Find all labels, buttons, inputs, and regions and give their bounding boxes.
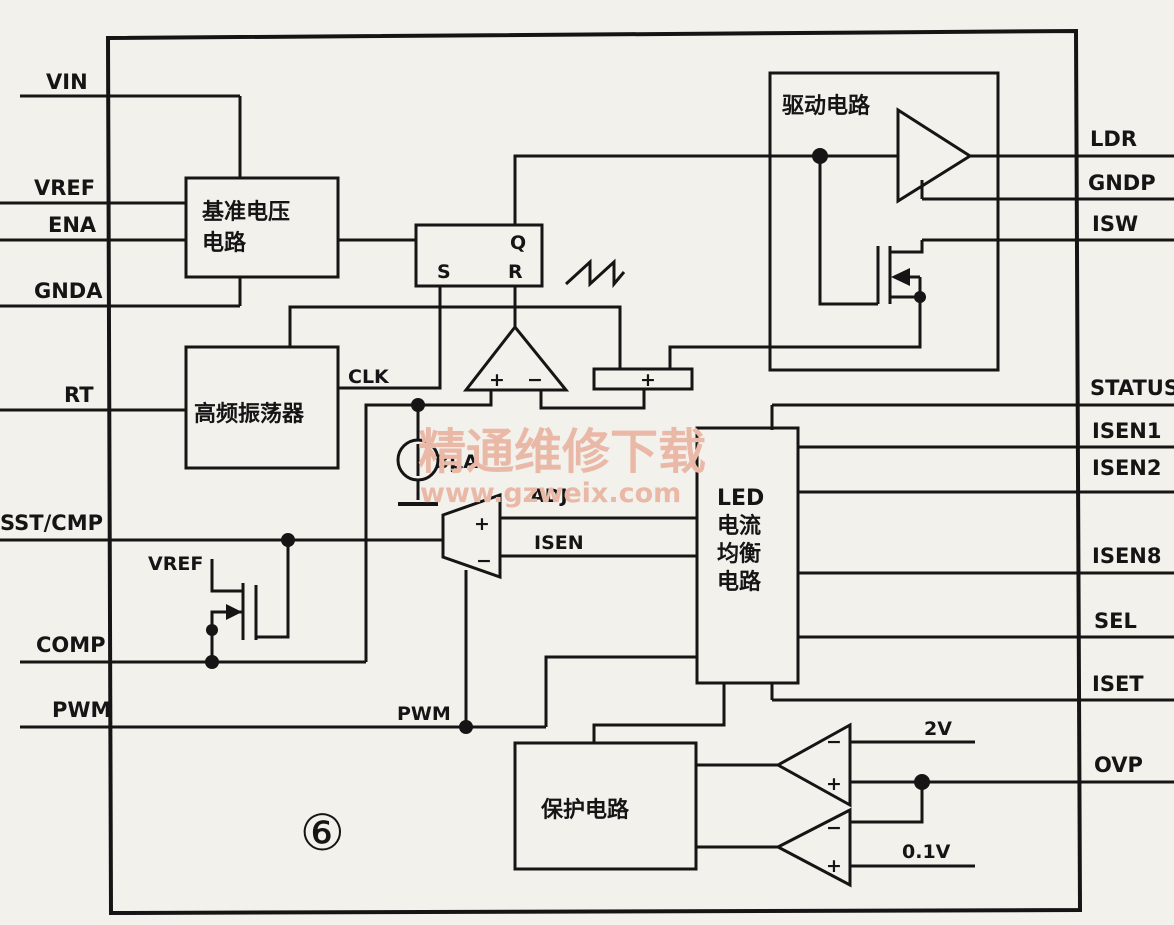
pin-comp-label: COMP <box>36 633 106 657</box>
pin-sel: SEL <box>798 609 1174 639</box>
pin-sst-cmp: SST/CMP <box>0 511 443 542</box>
comparator-plus: + <box>489 369 505 391</box>
pin-ena: ENA <box>0 213 186 242</box>
led-block-label-1: LED <box>717 486 764 511</box>
protection-label: 保护电路 <box>540 797 630 823</box>
driver-block: 驱动电路 <box>768 71 1000 372</box>
reference-voltage-block: 基准电压 电路 <box>184 176 416 279</box>
pin-isw: ISW <box>922 212 1174 242</box>
pin-iset-label: ISET <box>1092 672 1144 696</box>
pin-sst-cmp-label: SST/CMP <box>0 511 103 535</box>
pin-gnda-label: GNDA <box>34 279 103 303</box>
pin-comp: COMP <box>20 633 366 664</box>
v2-label: 2V <box>924 718 952 740</box>
pin-vin: VIN <box>20 70 242 178</box>
latch-s-label: S <box>437 261 451 283</box>
ovp-comp2-minus: − <box>826 817 842 839</box>
pin-pwm: PWM <box>20 698 546 729</box>
pin-vref: VREF <box>0 176 186 205</box>
reference-block-label-1: 基准电压 <box>202 200 290 225</box>
clk-label: CLK <box>348 366 390 388</box>
ovp-comp2-plus: + <box>826 855 842 877</box>
error-amp-minus: − <box>476 550 492 572</box>
pin-ena-label: ENA <box>48 213 97 237</box>
vref-internal-label: VREF <box>148 553 203 575</box>
sawtooth-icon <box>564 258 626 289</box>
led-block-label-2: 电流 <box>717 513 761 539</box>
pin-gndp-label: GNDP <box>1088 171 1156 195</box>
led-block-label-3: 均衡 <box>717 541 761 567</box>
figure-number: ⑥ <box>300 804 345 862</box>
error-amp-plus: + <box>474 513 490 535</box>
current-source-label: 3μA <box>436 451 478 473</box>
pin-vin-label: VIN <box>46 70 88 94</box>
pin-vref-label: VREF <box>34 176 95 200</box>
latch-r-label: R <box>508 261 523 283</box>
pin-rt-label: RT <box>64 383 94 407</box>
watermark-url: www.gzweix.com <box>420 478 681 509</box>
v01-label: 0.1V <box>902 841 951 863</box>
pin-sel-label: SEL <box>1094 609 1137 633</box>
summing-block: + <box>592 297 922 391</box>
pin-status-label: STATUS <box>1090 376 1174 400</box>
pin-ovp: OVP <box>850 753 1174 784</box>
pin-ovp-label: OVP <box>1094 753 1143 777</box>
pin-iset: ISET <box>770 672 1174 702</box>
oscillator-label: 高频振荡器 <box>194 401 305 427</box>
chip-outline <box>105 28 1083 916</box>
watermark-title: 精通维修下载 <box>418 424 706 480</box>
protection-block: 保护电路 − + 2V − + 0.1V <box>513 718 975 888</box>
led-block-label-4: 电路 <box>717 569 762 595</box>
summing-plus: + <box>640 369 656 391</box>
driver-label: 驱动电路 <box>782 93 871 119</box>
current-source: 3μA <box>396 398 478 506</box>
pin-ldr-label: LDR <box>1090 127 1137 151</box>
sst-comp-switch: VREF <box>148 533 295 669</box>
pin-isen8: ISEN8 <box>798 544 1174 575</box>
pin-isen8-label: ISEN8 <box>1092 544 1161 568</box>
latch-q-label: Q <box>510 232 526 254</box>
adj-label: ADJ <box>530 485 568 507</box>
comparator-minus: − <box>527 369 543 391</box>
pin-pwm-label: PWM <box>52 698 111 722</box>
pin-isen2-label: ISEN2 <box>1092 456 1161 480</box>
pin-isw-label: ISW <box>1092 212 1138 236</box>
pin-ldr: LDR <box>970 127 1174 158</box>
isen-label: ISEN <box>534 532 584 554</box>
oscillator-block: 高频振荡器 CLK <box>184 305 622 470</box>
pin-gnda: GNDA <box>0 276 242 308</box>
pin-isen1: ISEN1 <box>798 419 1174 449</box>
pwm-internal-label: PWM <box>397 703 451 725</box>
pin-rt: RT <box>0 383 186 412</box>
error-amplifier: + − ADJ ISEN PWM <box>397 485 697 734</box>
ovp-comp1-plus: + <box>826 773 842 795</box>
pin-isen2: ISEN2 <box>798 456 1174 494</box>
pin-isen1-label: ISEN1 <box>1092 419 1161 443</box>
pin-gndp: GNDP <box>922 171 1174 201</box>
reference-block-label-2: 电路 <box>202 230 247 256</box>
led-balance-block: LED 电流 均衡 电路 <box>544 426 800 743</box>
ovp-comp1-minus: − <box>826 731 842 753</box>
pin-status: STATUS <box>770 376 1174 430</box>
